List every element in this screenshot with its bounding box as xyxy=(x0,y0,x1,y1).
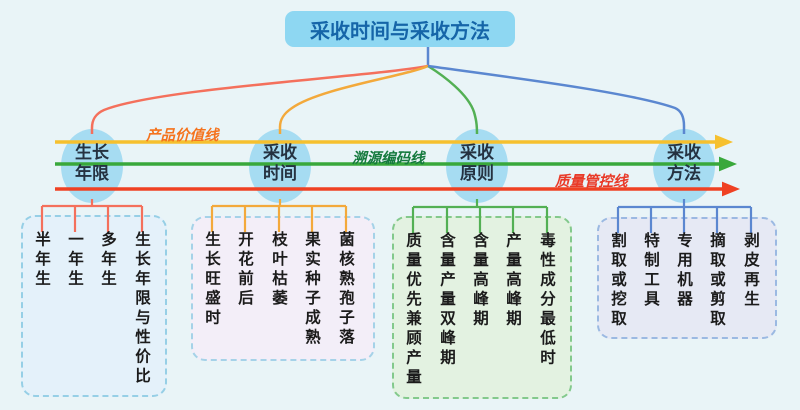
fan-line-harvest-principle xyxy=(427,64,479,135)
leaf-item: 割取或挖取 xyxy=(609,232,626,330)
leaf-item: 多年生 xyxy=(99,231,116,290)
quality-control-arrow xyxy=(722,181,740,197)
leaf-item: 专用机器 xyxy=(675,232,692,310)
leaf-item: 摘取或剪取 xyxy=(708,232,725,330)
product-value-arrow xyxy=(715,134,733,150)
leaf-item: 剥皮再生 xyxy=(742,232,759,310)
leaf-box-harvest-method xyxy=(597,217,777,339)
leaf-item: 生长年限与性价比 xyxy=(133,231,150,387)
trace-code-arrow xyxy=(719,156,737,172)
leaf-item: 半年生 xyxy=(33,231,50,290)
leaf-item: 毒性成分最低时 xyxy=(538,232,555,369)
leaf-item: 枝叶枯萎 xyxy=(270,231,287,309)
node-harvest-time: 采收时间 xyxy=(263,143,297,183)
leaf-item: 含量高峰期 xyxy=(471,232,488,330)
fan-line-harvest-method xyxy=(427,64,686,134)
label-trace-code-line: 溯源编码线 xyxy=(352,151,425,167)
leaf-item: 开花前后 xyxy=(236,231,253,309)
node-harvest-method: 采收方法 xyxy=(667,143,701,183)
leaf-item: 质量优先兼顾产量 xyxy=(404,232,421,388)
leaf-item: 含量产量双峰期 xyxy=(438,232,455,369)
node-harvest-principle: 采收原则 xyxy=(460,143,494,183)
fan-line-growth-years xyxy=(90,64,429,134)
label-product-value-line: 产品价值线 xyxy=(146,128,219,144)
leaf-item: 产量高峰期 xyxy=(504,232,521,330)
fan-line-harvest-time xyxy=(278,64,429,134)
node-growth-years: 生长年限 xyxy=(75,143,109,183)
leaf-box-harvest-principle xyxy=(392,216,572,399)
diagram-title: 采收时间与采收方法 xyxy=(285,11,515,47)
leaf-box-harvest-time xyxy=(191,216,375,361)
leaf-item: 果实种子成熟 xyxy=(303,231,320,348)
leaf-item: 一年生 xyxy=(66,231,83,290)
leaf-item: 生长旺盛时 xyxy=(203,231,220,329)
leaf-item: 特制工具 xyxy=(642,232,659,310)
leaf-box-growth-years xyxy=(21,215,167,397)
leaf-item: 菌核熟孢子落 xyxy=(337,231,354,348)
label-quality-control-line: 质量管控线 xyxy=(555,174,628,190)
